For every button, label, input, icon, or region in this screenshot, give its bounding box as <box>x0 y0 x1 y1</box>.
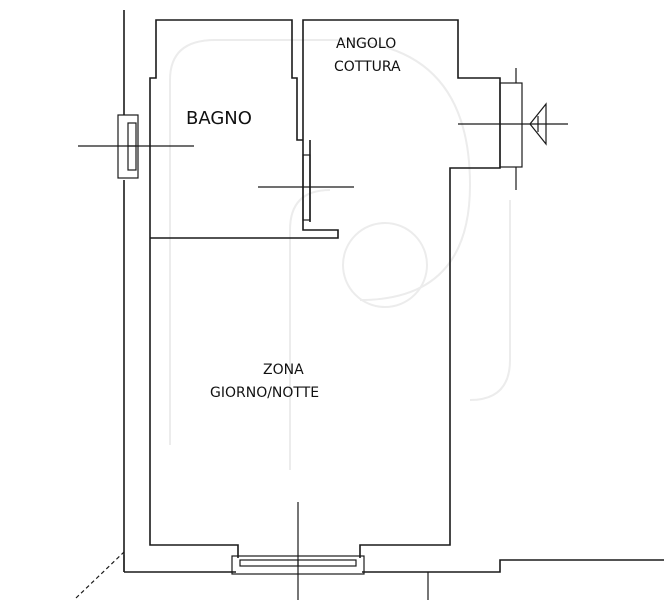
main-room-walls <box>123 238 664 600</box>
bagno-label: BAGNO <box>186 108 252 129</box>
window-symbol-icon <box>78 114 194 179</box>
zona-label-2: GIORNO/NOTTE <box>210 385 319 401</box>
door-symbol-icon <box>258 154 354 221</box>
angolo-cottura-label-2: COTTURA <box>334 59 401 75</box>
kitchen-walls <box>302 19 501 558</box>
zona-label-1: ZONA <box>263 362 304 378</box>
dashed-boundary <box>75 551 125 599</box>
angolo-cottura-label-1: ANGOLO <box>336 36 396 52</box>
bottom-window-icon <box>231 502 365 600</box>
watermark-logo <box>169 39 511 470</box>
wall-vent-icon <box>458 68 568 190</box>
